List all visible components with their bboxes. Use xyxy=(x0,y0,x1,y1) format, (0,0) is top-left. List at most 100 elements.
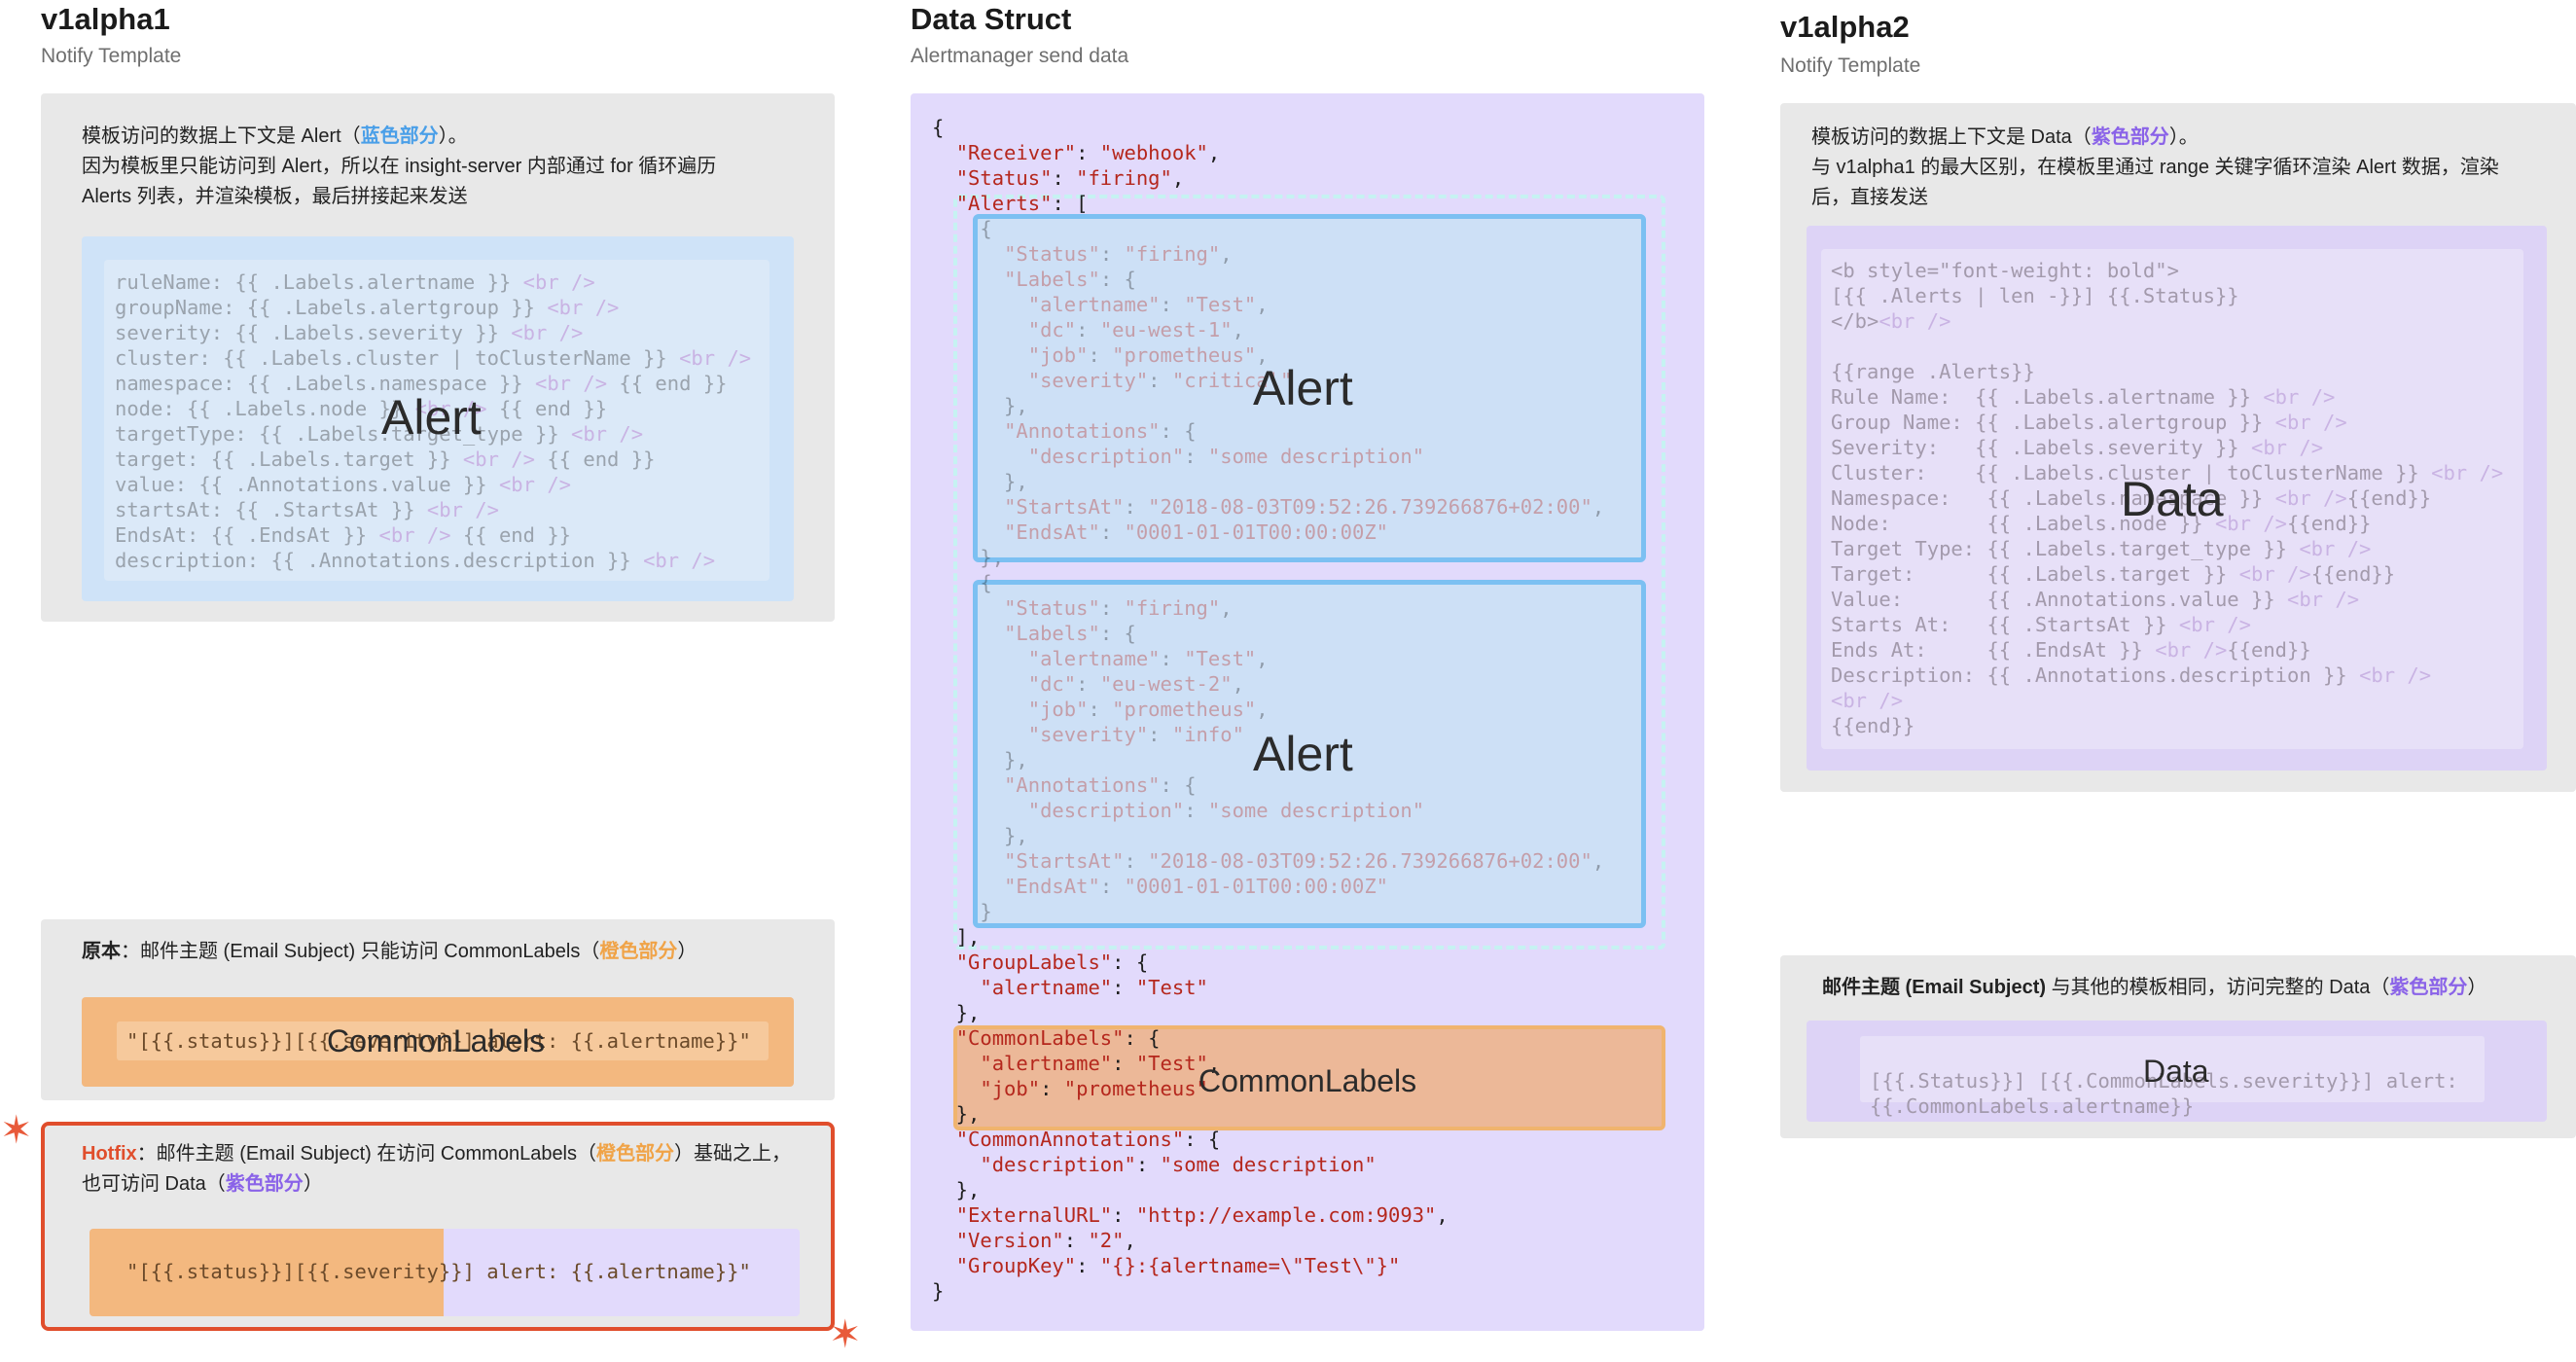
code-line: Group Name: {{ .Labels.alertgroup }} <br… xyxy=(1831,411,2347,434)
alerts-list-region xyxy=(953,195,1665,950)
json-line: "ExternalURL": "http://example.com:9093"… xyxy=(955,1203,1449,1227)
json-line: { xyxy=(932,217,992,240)
v1alpha2-title: v1alpha2 xyxy=(1780,10,1910,44)
code-line: Namespace: {{ .Labels.namespace }} <br /… xyxy=(1831,486,2432,510)
data-overlay-label: Data xyxy=(2143,1054,2209,1089)
alert-overlay-label: Alert xyxy=(1253,361,1353,415)
code-line: Description: {{ .Annotations.description… xyxy=(1831,663,2432,687)
code-line: target: {{ .Labels.target }} <br /> {{ e… xyxy=(115,448,656,471)
json-line: "CommonAnnotations": { xyxy=(955,1128,1221,1151)
code-line: Value: {{ .Annotations.value }} <br /> xyxy=(1831,588,2360,611)
code-line: description: {{ .Annotations.description… xyxy=(115,549,716,572)
v1alpha2-code-block xyxy=(1821,249,2523,749)
code-line: Ends At: {{ .EndsAt }} <br />{{end}} xyxy=(1831,638,2311,662)
json-line: "Annotations": { xyxy=(1004,419,1197,443)
json-line: { xyxy=(932,571,992,594)
v1alpha2-subject-description: 邮件主题 (Email Subject) 与其他的模板相同，访问完整的 Data… xyxy=(1822,977,2487,998)
json-line: "alertname": "Test" xyxy=(980,976,1208,999)
code-line: Rule Name: {{ .Labels.alertname }} <br /… xyxy=(1831,385,2336,409)
code-line: </b><br /> xyxy=(1831,309,1951,333)
hotfix-common-labels-region xyxy=(89,1229,444,1316)
code-line xyxy=(1831,334,2503,359)
json-line: "description": "some description" xyxy=(1027,445,1425,468)
json-line: "GroupLabels": { xyxy=(955,950,1149,974)
code-line: Severity: {{ .Labels.severity }} <br /> xyxy=(1831,436,2324,459)
code-line: Cluster: {{ .Labels.cluster | toClusterN… xyxy=(1831,461,2504,484)
json-line: "dc": "eu-west-1", xyxy=(1027,318,1244,341)
star-icon: ✶ xyxy=(0,1109,33,1152)
v1alpha1-title: v1alpha1 xyxy=(41,2,170,36)
json-line: "alertname": "Test", xyxy=(1027,293,1269,316)
json-line: ], xyxy=(932,925,981,949)
v1alpha1-template-code: ruleName: {{ .Labels.alertname }} <br />… xyxy=(115,269,751,573)
code-line: {{end}} xyxy=(1831,714,1915,737)
data-struct-title: Data Struct xyxy=(911,2,1072,36)
json-line: "job": "prometheus", xyxy=(1027,698,1269,721)
code-line: node: {{ .Labels.node }} <br /> {{ end }… xyxy=(115,397,608,420)
code-line: groupName: {{ .Labels.alertgroup }} <br … xyxy=(115,296,620,319)
alert-region-2 xyxy=(973,580,1646,928)
json-line: { xyxy=(932,116,945,139)
code-line: [{{ .Alerts | len -}}] {{.Status}} xyxy=(1831,284,2239,307)
json-line: "StartsAt": "2018-08-03T09:52:26.7392668… xyxy=(1004,495,1605,519)
json-line: "Alerts": [ xyxy=(955,192,1089,215)
common-labels-overlay-label: CommonLabels xyxy=(1199,1063,1417,1098)
json-line: }, xyxy=(932,470,1028,493)
json-line: "StartsAt": "2018-08-03T09:52:26.7392668… xyxy=(1004,849,1605,873)
json-line: "alertname": "Test", xyxy=(1027,647,1269,670)
json-line: }, xyxy=(932,824,1028,847)
v1alpha2-description: 模板访问的数据上下文是 Data（紫色部分）。 与 v1alpha1 的最大区别… xyxy=(1811,126,2499,208)
json-line: }, xyxy=(932,546,1005,569)
data-overlay-label: Data xyxy=(2121,472,2224,526)
json-line: }, xyxy=(932,1001,981,1024)
v1alpha2-subtitle: Notify Template xyxy=(1780,54,1921,77)
code-line: EndsAt: {{ .EndsAt }} <br /> {{ end }} xyxy=(115,523,572,547)
code-line: <br /> xyxy=(1831,689,1904,712)
v1alpha1-code-block xyxy=(104,260,769,581)
alert-overlay-label: Alert xyxy=(1253,727,1353,781)
json-line: "GroupKey": "{}:{alertname=\"Test\"}" xyxy=(955,1254,1401,1277)
code-line: startsAt: {{ .StartsAt }} <br /> xyxy=(115,498,499,521)
json-line: "alertname": "Test", xyxy=(980,1052,1221,1075)
v1alpha2-subject-code: [{{.Status}}] [{{.CommonLabels.severity}… xyxy=(1870,1069,2458,1118)
code-line: namespace: {{ .Labels.namespace }} <br /… xyxy=(115,372,728,395)
json-line: "Status": "firing", xyxy=(1004,242,1233,266)
hotfix-description: Hotfix：邮件主题 (Email Subject) 在访问 CommonLa… xyxy=(82,1143,792,1195)
json-line: "Labels": { xyxy=(1004,268,1136,291)
json-line: } xyxy=(932,900,992,923)
json-line: "Version": "2", xyxy=(955,1229,1136,1252)
code-line: {{range .Alerts}} xyxy=(1831,360,2035,383)
json-line: }, xyxy=(932,394,1028,417)
json-line: }, xyxy=(932,1102,981,1126)
json-line: "severity": "critical" xyxy=(1027,369,1293,392)
code-line: Node: {{ .Labels.node }} <br />{{end}} xyxy=(1831,512,2372,535)
alert-region-1 xyxy=(973,214,1646,562)
alertmanager-json: { "Receiver": "webhook", "Status": "firi… xyxy=(932,115,1604,1304)
json-line: "job": "prometheus" xyxy=(980,1077,1208,1100)
json-line: "EndsAt": "0001-01-01T00:00:00Z" xyxy=(1004,875,1389,898)
json-line: "Status": "firing", xyxy=(1004,596,1233,620)
json-line: "description": "some description" xyxy=(1027,799,1425,822)
json-line: "description": "some description" xyxy=(980,1153,1377,1176)
common-labels-overlay-label: CommonLabels xyxy=(327,1023,546,1058)
code-line: value: {{ .Annotations.value }} <br /> xyxy=(115,473,572,496)
json-line: "Status": "firing", xyxy=(955,166,1185,190)
json-line: }, xyxy=(932,1178,981,1201)
json-line: "Labels": { xyxy=(1004,622,1136,645)
json-line: "Annotations": { xyxy=(1004,773,1197,797)
data-struct-subtitle: Alertmanager send data xyxy=(911,45,1129,67)
json-line: }, xyxy=(932,748,1028,771)
code-line: Target Type: {{ .Labels.target_type }} <… xyxy=(1831,537,2372,560)
code-line: <b style="font-weight: bold"> xyxy=(1831,259,2179,282)
star-icon: ✶ xyxy=(829,1313,862,1356)
original-subject-code: "[{{.status}}][{{.severity}}] alert: {{.… xyxy=(126,1029,751,1053)
json-line: "severity": "info" xyxy=(1027,723,1244,746)
code-line: ruleName: {{ .Labels.alertname }} <br /> xyxy=(115,270,595,294)
json-line: "job": "prometheus", xyxy=(1027,343,1269,367)
v1alpha1-subtitle: Notify Template xyxy=(41,45,182,67)
alert-overlay-label: Alert xyxy=(381,390,482,445)
v1alpha1-description: 模板访问的数据上下文是 Alert（蓝色部分）。 因为模板里只能访问到 Aler… xyxy=(82,125,717,207)
json-line: "CommonLabels": { xyxy=(955,1026,1161,1050)
code-line: targetType: {{ .Labels.target_type }} <b… xyxy=(115,422,644,446)
common-labels-json-region xyxy=(953,1025,1665,1130)
